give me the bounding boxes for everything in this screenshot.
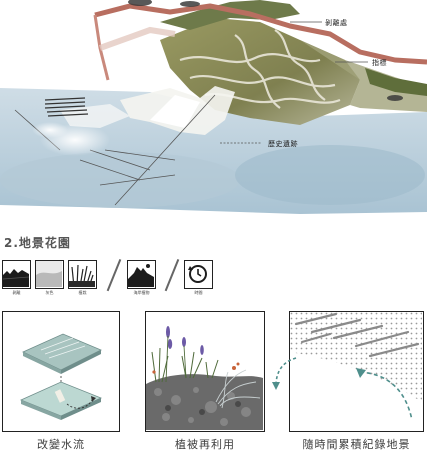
icon-label-5: 時間 [194, 290, 203, 295]
caption-vegetation: 植被再利用 [175, 438, 235, 451]
coastal-silhouette-icon [127, 260, 156, 289]
panel-sediment [289, 311, 424, 432]
icon-label-1: 剝離 [12, 290, 21, 295]
water-flow-layers-illustration [19, 333, 103, 420]
label-c: 歷史遺跡 [268, 140, 298, 148]
label-b: 指標 [372, 59, 387, 67]
divider-slash-2 [164, 258, 179, 292]
sediment-accumulation-diagram [290, 312, 422, 430]
dark-vegetation-icon [2, 260, 31, 289]
divider-slash-1 [106, 258, 121, 292]
icon-label-4: 海岸植物 [133, 290, 150, 295]
breakwater-grid [44, 97, 89, 117]
aerial-landscape-illustration [0, 0, 427, 214]
history-clock-icon [184, 260, 213, 289]
caption-sediment: 隨時間累積紀錄地景 [302, 438, 411, 451]
icon-label-2: 灰色 [45, 290, 54, 295]
hill-paths [179, 29, 341, 109]
icon-label-3: 植栽 [78, 290, 87, 295]
label-a: 剝離處 [325, 19, 348, 27]
retaining-wall [94, 3, 427, 65]
panel-water-flow [2, 311, 120, 432]
caption-water-flow: 改變水流 [37, 438, 85, 451]
panel-vegetation [145, 311, 265, 432]
grass-clump-icon [68, 260, 97, 289]
vegetation-rocks-photo [146, 312, 263, 430]
rocks [128, 0, 403, 101]
section-title: 2.地景花園 [4, 236, 71, 250]
grey-sand-icon [35, 260, 64, 289]
flow-arrow-icon [272, 357, 297, 390]
aerial-landscape-diagram: 剝離處 指標 歷史遺跡 [0, 0, 427, 225]
